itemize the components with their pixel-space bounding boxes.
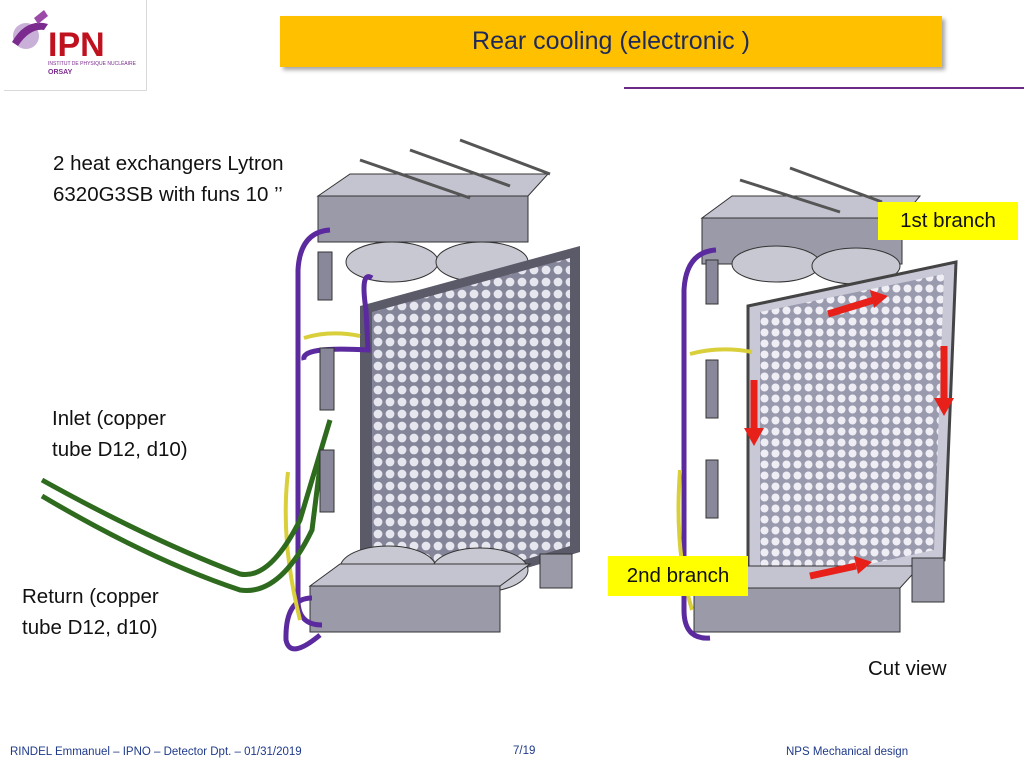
- ipn-logo: IPN INSTITUT DE PHYSIQUE NUCLÉAIRE ORSAY: [4, 0, 147, 91]
- cut-bottom-heat-exchanger: [692, 557, 945, 633]
- cut-perforated-panel: [746, 260, 958, 602]
- flow-arrow-right-down: [934, 346, 954, 416]
- flow-arrow-top-right: [826, 290, 888, 318]
- logo-subtitle: INSTITUT DE PHYSIQUE NUCLÉAIRE: [48, 60, 137, 67]
- inlet-label-line1: Inlet (copper: [52, 407, 166, 430]
- inlet-label: Inlet (copper tube D12, d10): [52, 403, 188, 465]
- title-bar: Rear cooling (electronic ): [280, 16, 942, 67]
- page-title: Rear cooling (electronic ): [472, 27, 750, 55]
- left-assembly-drawing: [40, 138, 580, 652]
- return-label: Return (copper tube D12, d10): [22, 581, 159, 643]
- exchangers-label: 2 heat exchangers Lytron 6320G3SB with f…: [53, 148, 284, 210]
- ipn-logo-graphic: IPN INSTITUT DE PHYSIQUE NUCLÉAIRE ORSAY: [12, 10, 137, 76]
- exchangers-label-line1: 2 heat exchangers Lytron: [53, 152, 284, 175]
- perforated-panel: [360, 246, 580, 618]
- second-branch-tag: 2nd branch: [608, 556, 748, 596]
- footer-author: RINDEL Emmanuel – IPNO – Detector Dpt. –…: [10, 746, 302, 758]
- flow-arrows: [744, 290, 954, 580]
- title-divider: [624, 87, 1024, 89]
- first-branch-tag: 1st branch: [878, 202, 1018, 240]
- footer-project: NPS Mechanical design: [786, 746, 909, 758]
- logo-city: ORSAY: [48, 69, 73, 76]
- flow-arrow-bottom-right: [809, 556, 872, 580]
- top-heat-exchanger: [316, 138, 551, 283]
- exchangers-label-line2: 6320G3SB with funs 10 ’’: [53, 183, 283, 206]
- cut-top-heat-exchanger: [700, 166, 922, 285]
- cut-view-label: Cut view: [868, 657, 947, 680]
- inlet-label-line2: tube D12, d10): [52, 438, 188, 461]
- footer-page-number: 7/19: [513, 745, 536, 757]
- flow-arrow-left-down: [744, 380, 764, 446]
- return-label-line1: Return (copper: [22, 585, 159, 608]
- right-assembly-cut-view: [676, 166, 958, 641]
- return-label-line2: tube D12, d10): [22, 616, 158, 639]
- logo-letters: IPN: [48, 26, 105, 64]
- bottom-heat-exchanger: [308, 545, 573, 633]
